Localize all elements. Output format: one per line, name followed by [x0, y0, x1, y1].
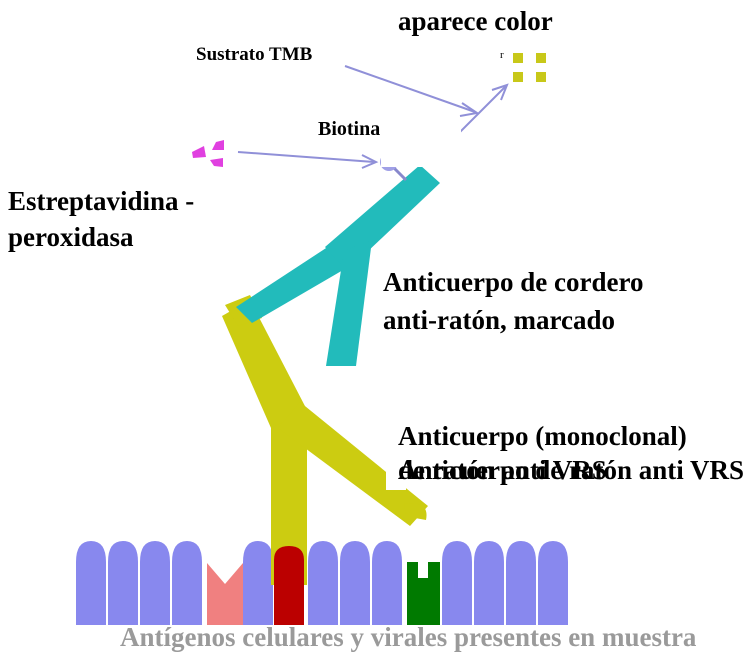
cell	[474, 541, 504, 625]
color-product-icon	[513, 53, 546, 82]
label-estreptavidina: Estreptavidina - peroxidasa	[8, 183, 194, 255]
label-anticuerpo-monoclonal: Anticuerpo (monoclonal) de ratón anti VR…	[398, 419, 744, 487]
arrow-sustrato	[345, 66, 475, 112]
cell	[442, 541, 472, 625]
cell-layer	[76, 541, 568, 625]
cell	[538, 541, 568, 625]
antigen-pink-cell	[207, 563, 243, 625]
label-aparece-color: aparece color	[398, 6, 553, 37]
antigen-green-cell	[407, 562, 440, 625]
cell	[340, 541, 370, 625]
cell	[243, 541, 273, 625]
label-estreptavidina-line2: peroxidasa	[8, 219, 194, 255]
arrows	[238, 66, 507, 168]
cell	[108, 541, 138, 625]
cell	[76, 541, 106, 625]
cell	[140, 541, 170, 625]
cell	[308, 541, 338, 625]
label-biotina: Biotina	[318, 118, 380, 141]
white-occluder	[381, 119, 461, 167]
label-anticuerpo-mono-line1: Anticuerpo (monoclonal)	[398, 419, 744, 453]
cell	[172, 541, 202, 625]
label-antigenos: Antígenos celulares y virales presentes …	[120, 622, 696, 653]
cell	[506, 541, 536, 625]
label-sustrato-tmb: Sustrato TMB	[196, 44, 312, 66]
label-anticuerpo-cordero: Anticuerpo de cordero anti-ratón, marcad…	[383, 263, 643, 339]
label-anticuerpo-cordero-line2: anti-ratón, marcado	[383, 301, 643, 339]
streptavidin-peroxidase-icon	[192, 140, 224, 167]
antigen-red-bound	[274, 546, 304, 625]
label-anticuerpo-mono-overlay: Anticuerpo de ratón anti VRS	[398, 453, 744, 487]
small-mark: r	[500, 49, 504, 61]
label-anticuerpo-cordero-line1: Anticuerpo de cordero	[383, 263, 643, 301]
arrow-estreptavidina	[238, 152, 374, 162]
label-estreptavidina-line1: Estreptavidina -	[8, 183, 194, 219]
cell	[372, 541, 402, 625]
